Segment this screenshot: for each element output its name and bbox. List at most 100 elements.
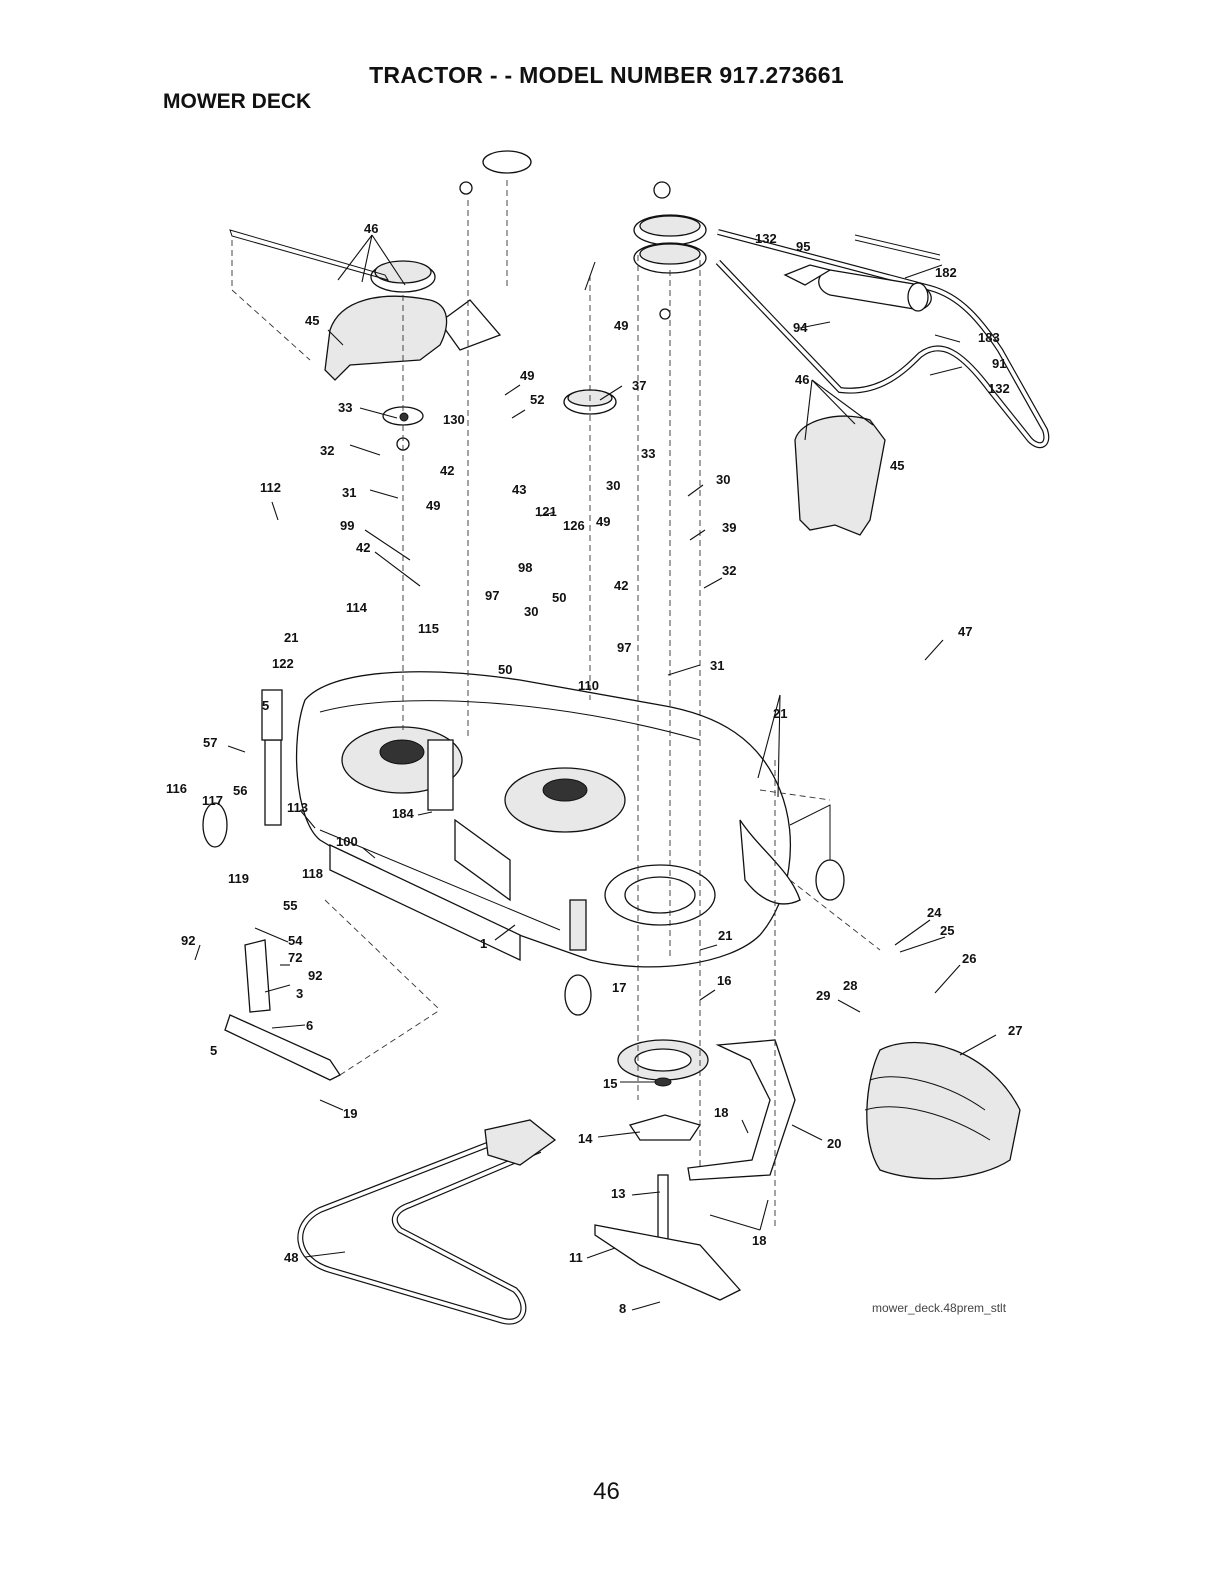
callout-31: 31 [342, 485, 356, 500]
callout-49: 49 [426, 498, 440, 513]
section-title: MOWER DECK [163, 90, 312, 113]
callout-21: 21 [718, 928, 732, 943]
callout-29: 29 [816, 988, 830, 1003]
callout-121: 121 [535, 504, 557, 519]
page-title: TRACTOR - - MODEL NUMBER 917.273661 [369, 62, 844, 88]
callout-182: 182 [935, 265, 957, 280]
callout-28: 28 [843, 978, 857, 993]
callout-117: 117 [202, 793, 223, 808]
callout-32: 32 [320, 443, 334, 458]
callout-99: 99 [340, 518, 354, 533]
callout-119: 119 [228, 871, 249, 886]
callout-94: 94 [793, 320, 808, 335]
callout-32: 32 [722, 563, 736, 578]
callout-46: 46 [364, 221, 378, 236]
callout-37: 37 [632, 378, 646, 393]
callout-114: 114 [346, 600, 368, 615]
callout-130: 130 [443, 412, 465, 427]
callout-42: 42 [356, 540, 370, 555]
callout-183: 183 [978, 330, 1000, 345]
callout-49: 49 [596, 514, 610, 529]
callout-3: 3 [296, 986, 303, 1001]
callout-113: 113 [287, 800, 308, 815]
callout-118: 118 [302, 866, 323, 881]
callout-30: 30 [716, 472, 730, 487]
callout-31: 31 [710, 658, 724, 673]
callout-100: 100 [336, 834, 358, 849]
callout-5: 5 [210, 1043, 217, 1058]
callout-49: 49 [520, 368, 534, 383]
callout-30: 30 [606, 478, 620, 493]
callout-13: 13 [611, 1186, 625, 1201]
callout-45: 45 [890, 458, 904, 473]
callout-56: 56 [233, 783, 247, 798]
callout-47: 47 [958, 624, 972, 639]
blade-spindle-assembly [594, 1039, 742, 1301]
callout-6: 6 [306, 1018, 313, 1033]
callout-50: 50 [498, 662, 512, 677]
callout-25: 25 [940, 923, 954, 938]
callout-14: 14 [578, 1131, 593, 1146]
callout-54: 54 [288, 933, 303, 948]
callout-98: 98 [518, 560, 532, 575]
callout-92: 92 [181, 933, 195, 948]
callout-91: 91 [992, 356, 1006, 371]
page-number: 46 [593, 1478, 620, 1505]
callout-48: 48 [284, 1250, 298, 1265]
callout-49: 49 [614, 318, 628, 333]
callout-97: 97 [485, 588, 499, 603]
callout-18: 18 [752, 1233, 766, 1248]
callout-46: 46 [795, 372, 809, 387]
callout-42: 42 [614, 578, 628, 593]
callout-21: 21 [284, 630, 298, 645]
callout-132: 132 [988, 381, 1010, 396]
callout-122: 122 [272, 656, 294, 671]
callout-11: 11 [569, 1250, 583, 1265]
callout-116: 116 [166, 781, 187, 796]
mower-deck [295, 671, 845, 1016]
callout-1: 1 [480, 936, 487, 951]
callout-97: 97 [617, 640, 631, 655]
callout-184: 184 [392, 806, 414, 821]
callout-95: 95 [796, 239, 810, 254]
callout-52: 52 [530, 392, 544, 407]
deck-belt-47 [715, 229, 1050, 449]
callout-50: 50 [552, 590, 566, 605]
callout-126: 126 [563, 518, 585, 533]
callout-42: 42 [440, 463, 454, 478]
anti-scalp-roller [783, 234, 941, 312]
callout-labels: 46 45 33 32 31 112 99 42 130 42 49 49 52… [166, 221, 1022, 1316]
callout-132: 132 [755, 231, 777, 246]
callout-45: 45 [305, 313, 319, 328]
callout-112: 112 [260, 480, 281, 495]
callout-16: 16 [717, 973, 731, 988]
callout-24: 24 [927, 905, 942, 920]
callout-110: 110 [578, 678, 599, 693]
assembly-guide-lines [231, 180, 881, 1230]
rear-baffle [687, 1039, 796, 1181]
callout-115: 115 [418, 621, 439, 636]
callout-18: 18 [714, 1105, 728, 1120]
callout-27: 27 [1008, 1023, 1022, 1038]
drawing-file-reference: mower_deck.48prem_stlt [872, 1301, 1007, 1315]
callout-17: 17 [612, 980, 626, 995]
discharge-chute-27 [864, 1042, 1021, 1180]
callout-26: 26 [962, 951, 976, 966]
callout-15: 15 [603, 1076, 617, 1091]
callout-55: 55 [283, 898, 297, 913]
drive-belt-48 [297, 1119, 557, 1325]
callout-21: 21 [773, 706, 787, 721]
belt-cover-right [794, 415, 886, 536]
callout-19: 19 [343, 1106, 357, 1121]
leader-lines [194, 234, 997, 1311]
callout-33: 33 [338, 400, 352, 415]
callout-8: 8 [619, 1301, 626, 1316]
callout-20: 20 [827, 1136, 841, 1151]
callout-72: 72 [288, 950, 302, 965]
callout-43: 43 [512, 482, 526, 497]
belt-cover-left [324, 295, 448, 381]
callout-30: 30 [524, 604, 538, 619]
callout-57: 57 [203, 735, 217, 750]
callout-5: 5 [262, 698, 269, 713]
